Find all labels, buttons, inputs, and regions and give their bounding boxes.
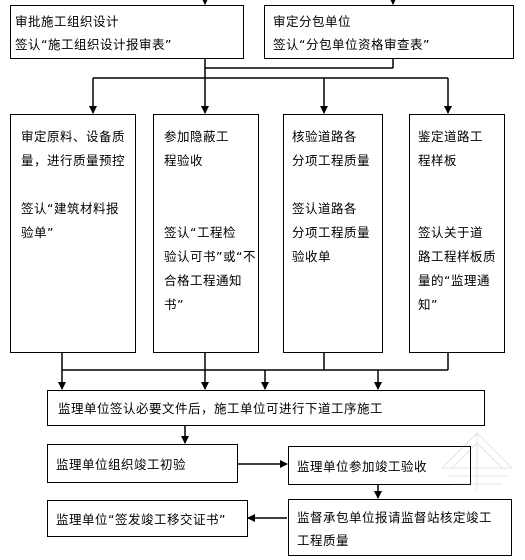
supervise-line2: 工程质量 [297,533,350,548]
road-subitem-text: 核验道路各 分项工程质量 签认道路各 分项工程质量 验收单 [292,129,371,264]
box-next-process: 监理单位签认必要文件后，施工单位可进行下道工序施工 [47,390,485,426]
box-approve-subcontractor: 审定分包单位 签认“分包单位资格审查表” [264,5,514,59]
box-approve-construction-design: 审批施工组织设计 签认“施工组织设计报审表” [10,5,244,59]
box-road-sample: 鉴定道路工 程样板 签认关于道 路工程样板质 量的“监理通 知” [409,114,505,353]
supervise-line1: 监督承包单位报请监督站核定竣工 [297,510,493,525]
certificate-text: 监理单位“签发竣工移交证书” [56,512,226,527]
road-sample-text: 鉴定道路工 程样板 签认关于道 路工程样板质 量的“监理通 知” [418,129,497,312]
box-concealed-works: 参加隐蔽工 程验收 签认“工程检 验认可书”或“不 合格工程通知 书” [153,114,259,353]
watermark-logo [440,432,514,490]
box-road-subitem-quality: 核验道路各 分项工程质量 签认道路各 分项工程质量 验收单 [283,114,383,353]
approve-sub-line1: 审定分包单位 [273,14,352,29]
box-certificate: 监理单位“签发竣工移交证书” [47,500,248,537]
box-initial-check: 监理单位组织竣工初验 [47,444,238,483]
material-precontrol-text: 审定原料、设备质 量，进行质量预控 签认“建筑材料报 验单” [21,129,126,240]
approve-sub-line2: 签认“分包单位资格审查表” [273,37,430,52]
next-process-text: 监理单位签认必要文件后，施工单位可进行下道工序施工 [58,401,384,416]
approve-design-line2: 签认“施工组织设计报审表” [15,37,172,52]
initial-check-text: 监理单位组织竣工初验 [56,457,187,472]
approve-design-line1: 审批施工组织设计 [15,14,120,29]
concealed-works-text: 参加隐蔽工 程验收 签认“工程检 验认可书”或“不 合格工程通知 书” [164,129,256,312]
join-acceptance-text: 监理单位参加竣工验收 [297,459,428,474]
box-join-acceptance: 监理单位参加竣工验收 [288,446,471,485]
box-material-precontrol: 审定原料、设备质 量，进行质量预控 签认“建筑材料报 验单” [10,114,136,353]
box-supervise-final-quality: 监督承包单位报请监督站核定竣工 工程质量 [288,499,512,556]
